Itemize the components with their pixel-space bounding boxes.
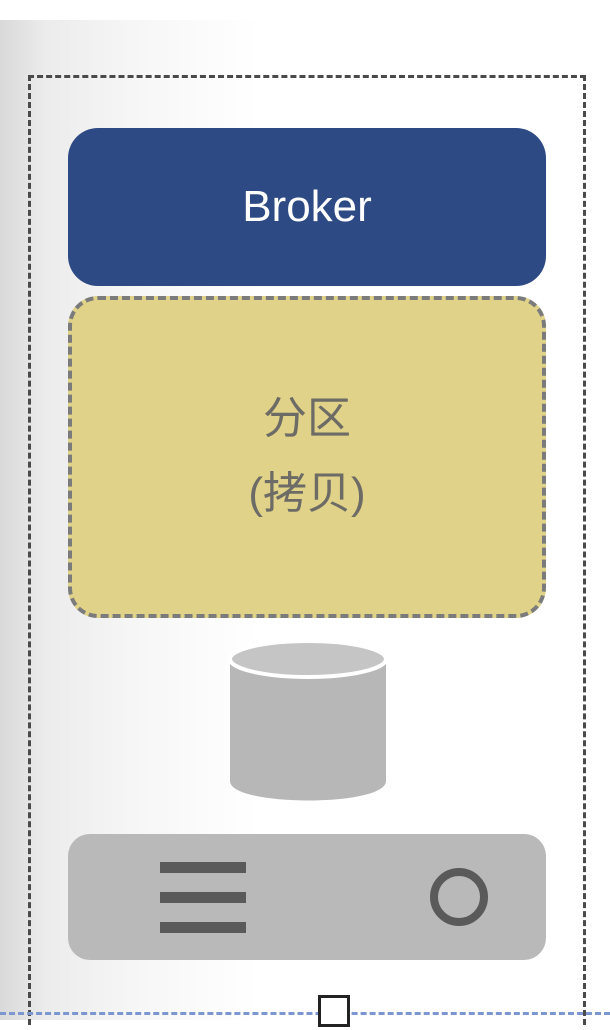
broker-container-frame: [28, 75, 586, 1025]
resize-handle[interactable]: [318, 995, 350, 1027]
bottom-toolbar: [68, 834, 546, 960]
partition-label: 分区: [263, 394, 351, 444]
database-icon: [228, 639, 388, 801]
menu-icon[interactable]: [160, 862, 246, 934]
partition-replica-node[interactable]: 分区 (拷贝): [68, 296, 546, 618]
broker-node[interactable]: Broker: [68, 128, 546, 286]
circle-icon[interactable]: [430, 868, 488, 926]
broker-label: Broker: [242, 182, 372, 231]
partition-sublabel: (拷贝): [248, 469, 366, 518]
selection-guide-line: [0, 1012, 610, 1015]
